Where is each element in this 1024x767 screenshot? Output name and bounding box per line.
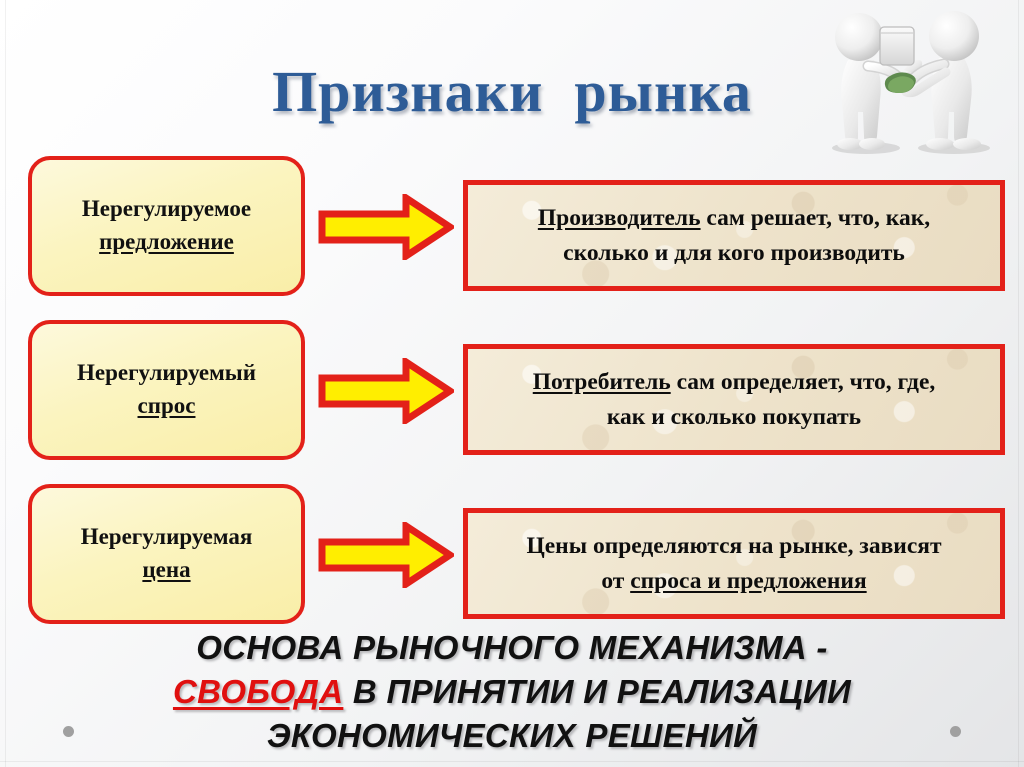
conclusion-line-3: ЭКОНОМИЧЕСКИХ РЕШЕНИЙ (266, 716, 758, 754)
feature-row-demand: Нерегулируемый спрос Потребитель сам опр… (0, 320, 1024, 462)
template-frame-line-right (1018, 0, 1019, 767)
outcome-text: Потребитель сам определяет, что, где, ка… (533, 365, 936, 433)
outcome-keyword: спроса и предложения (630, 567, 867, 594)
feature-box-label: Нерегулируемая цена (81, 521, 253, 586)
feature-line-2: цена (142, 557, 191, 582)
money-bundle (884, 72, 916, 93)
outcome-line-1: Цены определяются на рынке, зависят (526, 533, 942, 560)
feature-box-label: Нерегулируемый спрос (77, 357, 256, 422)
template-frame-line-left (5, 0, 6, 767)
feature-line-1: Нерегулируемый (77, 360, 256, 386)
conclusion-banner: ОСНОВА РЫНОЧНОГО МЕХАНИЗМА - СВОБОДА В П… (0, 626, 1024, 758)
conclusion-line-2-rest: В ПРИНЯТИИ И РЕАЛИЗАЦИИ (343, 672, 852, 710)
outcome-box-producer: Производитель сам решает, что, как, скол… (463, 180, 1005, 291)
figure-left (835, 13, 923, 150)
right-arrow-icon (318, 194, 454, 260)
template-dot-right (950, 726, 961, 737)
conclusion-highlight-freedom: СВОБОДА (172, 672, 344, 710)
feature-row-price: Нерегулируемая цена Цены определяются на… (0, 484, 1024, 626)
feature-box-unregulated-supply: Нерегулируемое предложение (28, 156, 305, 296)
feature-row-supply: Нерегулируемое предложение Производитель… (0, 156, 1024, 298)
feature-line-2: спрос (137, 393, 196, 418)
outcome-line-1-rest: сам решает, что, как, (700, 205, 931, 232)
outcome-line-2-prefix: от (601, 567, 631, 594)
template-dot-left (63, 726, 74, 737)
outcome-keyword: Потребитель (532, 369, 671, 396)
conclusion-line-1: ОСНОВА РЫНОЧНОГО МЕХАНИЗМА - (196, 629, 828, 666)
exchange-figures-illustration (804, 0, 1016, 155)
template-frame-line-bottom (0, 761, 1024, 762)
outcome-box-consumer: Потребитель сам определяет, что, где, ка… (463, 344, 1005, 455)
right-arrow-icon (318, 522, 454, 588)
feature-line-1: Нерегулируемая (80, 524, 253, 550)
box-package (879, 26, 915, 66)
feature-line-2: предложение (99, 229, 234, 254)
feature-line-1: Нерегулируемое (81, 196, 252, 222)
outcome-line-2: сколько и для кого производить (563, 239, 905, 266)
feature-box-label: Нерегулируемое предложение (82, 193, 251, 258)
feature-box-unregulated-price: Нерегулируемая цена (28, 484, 305, 624)
conclusion-line-2: СВОБОДА В ПРИНЯТИИ И РЕАЛИЗАЦИИ (0, 670, 1024, 714)
outcome-line-1-rest: сам определяет, что, где, (670, 369, 936, 396)
feature-box-unregulated-demand: Нерегулируемый спрос (28, 320, 305, 460)
outcome-text: Производитель сам решает, что, как, скол… (538, 201, 930, 269)
outcome-line-2: как и сколько покупать (606, 403, 862, 430)
outcome-box-price: Цены определяются на рынке, зависят от с… (463, 508, 1005, 619)
outcome-keyword: Производитель (537, 205, 701, 232)
page-title: Признаки рынка (272, 59, 752, 124)
right-arrow-icon (318, 358, 454, 424)
outcome-text: Цены определяются на рынке, зависят от с… (526, 529, 941, 597)
